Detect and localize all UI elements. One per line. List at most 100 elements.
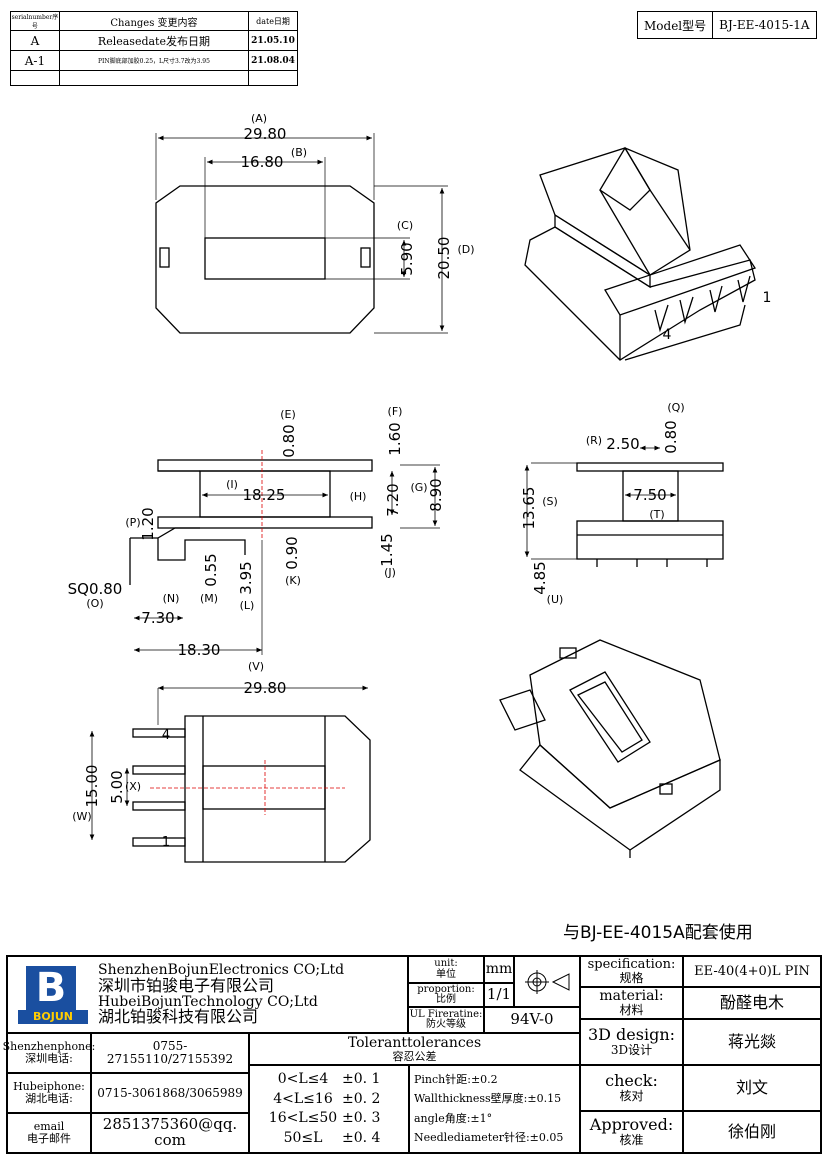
dim-e-label: (E): [280, 408, 296, 421]
dim-m-value: 0.55: [202, 553, 220, 586]
dim-l-label: (L): [240, 599, 255, 612]
dim-c-label: (C): [397, 219, 413, 232]
dim-o-label: (O): [86, 597, 103, 610]
dim-s-label: (S): [542, 495, 558, 508]
dim-a-label: (A): [251, 112, 267, 125]
pin-label-last: 1: [162, 835, 170, 850]
dim-m-label: (M): [200, 592, 218, 605]
end-view: [524, 445, 724, 567]
model-label: Model型号: [644, 18, 707, 33]
dim-o-value: SQ0.80: [68, 580, 123, 598]
dim-i-value: 18.25: [243, 486, 286, 504]
ul-value: 94V-0: [484, 1007, 580, 1033]
contact-value: 2851375360@qq. com: [91, 1113, 249, 1153]
tolerance-pinch: Pinch针距:±0.2: [414, 1072, 498, 1086]
contact-value: 0755-27155110/27155392: [91, 1033, 249, 1073]
dim-bottom-width: 29.80: [244, 679, 287, 697]
model-value: BJ-EE-4015-1A: [712, 12, 815, 38]
spec-value: EE-40(4+0)L PIN: [683, 956, 821, 987]
ul-label: UL Fireratine:防火等级: [408, 1007, 484, 1033]
unit-value: mm: [484, 956, 514, 983]
contact-label: Shenzhenphone:深圳电话:: [3, 1033, 95, 1073]
dim-j-value: 1.45: [378, 533, 396, 566]
dim-h-label: (H): [350, 490, 367, 503]
unit-label: unit:单位: [408, 956, 484, 983]
revision-table: serialnumber序号 Changes 变更内容 date日期 A Rel…: [10, 11, 298, 86]
dim-d-label: (D): [457, 243, 474, 256]
projection-icon: [525, 969, 570, 994]
iso-pin-label-left: 4: [663, 327, 672, 343]
design-value: 蒋光燚: [683, 1019, 821, 1065]
dim-q-label: (Q): [667, 401, 684, 414]
bottom-view: [89, 685, 371, 863]
dim-a-value: 29.80: [244, 125, 287, 143]
company-name-en-2: HubeiBojunTechnology CO;Ltd: [98, 993, 318, 1010]
dim-n-value: 7.30: [141, 609, 174, 627]
dim-i-label: (I): [226, 478, 238, 491]
dim-b-label: (B): [291, 146, 307, 159]
logo-text: BOJUN: [18, 1009, 88, 1024]
check-value: 刘文: [683, 1065, 821, 1111]
company-area: B BOJUN ShenzhenBojunElectronics CO;Ltd …: [7, 956, 408, 1033]
logo-icon: B: [26, 965, 76, 1011]
approved-value: 徐伯刚: [683, 1111, 821, 1153]
side-view: [129, 450, 440, 655]
dim-w-value: 15.00: [83, 765, 101, 808]
dim-k-label: (K): [285, 574, 301, 587]
projection-symbol: [514, 956, 580, 1007]
iso-pin-label-right: 1: [763, 290, 772, 306]
dim-s-value: 13.65: [520, 487, 538, 530]
dim-g-value: 8.90: [427, 478, 445, 511]
tolerance-angle: angle角度:±1°: [414, 1111, 493, 1125]
dim-k-value: 0.90: [283, 536, 301, 569]
company-logo: B BOJUN: [8, 960, 98, 1030]
dim-p-label: (P): [125, 516, 140, 529]
approved-label: Approved:核准: [580, 1111, 683, 1153]
dim-d-value: 20.50: [435, 237, 453, 280]
rev-row-serial: A-1: [10, 50, 60, 71]
company-name-cn-1: 深圳市铂骏电子有限公司: [98, 975, 275, 995]
dim-u-label: (U): [547, 593, 564, 606]
company-name-cn-2: 湖北铂骏科技有限公司: [98, 1007, 259, 1027]
model-box: Model型号 BJ-EE-4015-1A: [637, 11, 817, 39]
dim-e-value: 0.80: [280, 424, 298, 457]
dim-f-label: (F): [388, 405, 403, 418]
iso-view-top: [524, 146, 756, 361]
dim-h-value: 7.20: [384, 483, 402, 516]
company-name-en-1: ShenzhenBojunElectronics CO;Ltd: [98, 962, 345, 979]
material-label: material:材料: [580, 987, 683, 1019]
dim-x-label: (X): [125, 780, 141, 793]
dim-t-label: (T): [649, 508, 664, 521]
check-label: check:核对: [580, 1065, 683, 1111]
dim-u-value: 4.85: [531, 561, 549, 594]
material-value: 酚醛电木: [683, 987, 821, 1019]
technical-drawing: (A) 29.80 (B) 16.80 (C) 5.90 (D) 20.50 (…: [68, 112, 772, 863]
tolerance-notes: Pinch针距:±0.2 Wallthickness壁厚度:±0.15 angl…: [409, 1065, 580, 1153]
tolerance-needle: Needlediameter针径:±0.05: [414, 1131, 564, 1145]
dim-n-label: (N): [163, 592, 180, 605]
dim-q-value: 0.80: [662, 420, 680, 453]
company-names: ShenzhenBojunElectronics CO;Ltd 深圳市铂骏电子有…: [98, 963, 344, 1026]
dim-p-value: 1.20: [139, 507, 157, 540]
dim-t-value: 7.50: [633, 486, 666, 504]
dim-f-value: 1.60: [386, 422, 404, 455]
iso-view-bottom: [499, 639, 721, 858]
tolerance-wall: Wallthickness壁厚度:±0.15: [414, 1092, 562, 1106]
dim-w-label: (W): [72, 810, 91, 823]
dim-v-label: (V): [248, 660, 264, 673]
title-block: B BOJUN ShenzhenBojunElectronics CO;Ltd …: [3, 955, 822, 1154]
dimension-texts: (A) 29.80 (B) 16.80 (C) 5.90 (D) 20.50 (…: [68, 112, 772, 850]
top-view: [155, 133, 448, 334]
contact-value: 0715-3061868/3065989: [91, 1073, 249, 1113]
dim-r-value: 2.50: [606, 435, 639, 453]
dim-x-value: 5.00: [108, 770, 126, 803]
dim-b-value: 16.80: [241, 153, 284, 171]
tolerance-ranges: 0<L≤4±0. 1 4<L≤16±0. 2 16<L≤50±0. 3 50≤L…: [249, 1065, 409, 1153]
contact-label: Hubeiphone:湖北电话:: [7, 1073, 91, 1113]
spec-label: specification:规格: [580, 956, 683, 987]
rev-row-change: Releasedate发布日期: [58, 30, 250, 51]
dim-l-value: 3.95: [237, 561, 255, 594]
proportion-label: proportion:比例: [408, 983, 484, 1007]
